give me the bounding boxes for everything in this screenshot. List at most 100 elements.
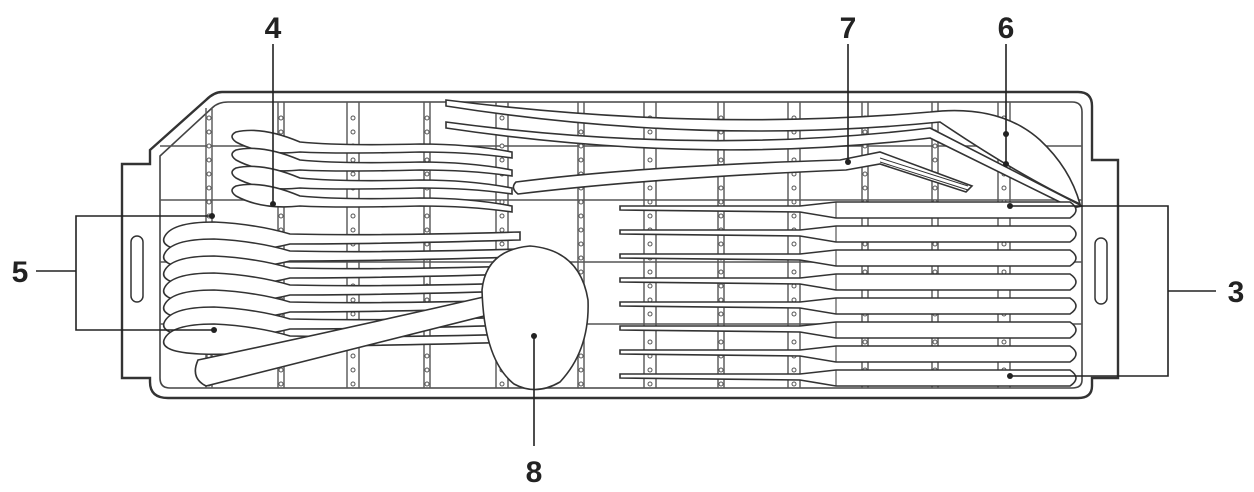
post-hole <box>206 143 212 149</box>
post-hole <box>932 157 938 163</box>
post-hole <box>424 115 430 121</box>
knife <box>619 225 1077 243</box>
post-hole <box>578 367 584 373</box>
knives-group <box>619 201 1077 387</box>
post-hole <box>718 185 724 191</box>
knife <box>619 201 1077 219</box>
knife <box>619 369 1077 387</box>
post-hole <box>578 157 584 163</box>
post-hole <box>206 157 212 163</box>
post-hole <box>350 171 356 177</box>
post-hole <box>1001 185 1007 191</box>
post-hole <box>862 129 868 135</box>
post-hole <box>791 185 797 191</box>
post-hole <box>499 157 505 163</box>
leader-lines <box>36 44 1216 446</box>
post-hole <box>932 339 938 345</box>
post-hole <box>278 115 284 121</box>
tray-inner-rim <box>159 101 1083 389</box>
post-hole <box>350 381 356 387</box>
post-hole <box>350 115 356 121</box>
ladle <box>194 245 589 391</box>
post-hole <box>499 213 505 219</box>
fork <box>231 183 513 213</box>
post-hole <box>350 227 356 233</box>
post-hole <box>499 381 505 387</box>
post-hole <box>578 129 584 135</box>
post-hole <box>206 199 212 205</box>
post-hole <box>647 199 653 205</box>
post-hole <box>424 227 430 233</box>
post-hole <box>278 381 284 387</box>
post-hole <box>647 381 653 387</box>
post-hole <box>647 213 653 219</box>
knife <box>619 345 1077 363</box>
tray-left-handle <box>130 235 144 303</box>
post-hole <box>647 129 653 135</box>
post-hole <box>718 241 724 247</box>
post-hole <box>350 311 356 317</box>
post-hole <box>350 213 356 219</box>
knife <box>619 297 1077 315</box>
post-hole <box>718 269 724 275</box>
post-hole <box>647 269 653 275</box>
callout-5: 5 <box>12 256 29 289</box>
knife <box>619 321 1077 339</box>
callout-6: 6 <box>998 12 1015 45</box>
post-hole <box>350 157 356 163</box>
post-hole <box>499 227 505 233</box>
post-hole <box>791 311 797 317</box>
forks-group <box>231 129 513 213</box>
post-hole <box>647 241 653 247</box>
post-hole <box>206 129 212 135</box>
post-hole <box>718 199 724 205</box>
post-hole <box>718 283 724 289</box>
post-hole <box>718 157 724 163</box>
callout-3: 3 <box>1228 276 1245 309</box>
serving-fork <box>512 151 974 195</box>
post-hole <box>791 381 797 387</box>
post-hole <box>578 227 584 233</box>
post-hole <box>791 199 797 205</box>
post-hole <box>647 339 653 345</box>
post-hole <box>499 241 505 247</box>
post-hole <box>1001 339 1007 345</box>
post-hole <box>350 297 356 303</box>
post-hole <box>350 353 356 359</box>
post-hole <box>578 213 584 219</box>
post-hole <box>791 241 797 247</box>
post-hole <box>424 171 430 177</box>
post-hole <box>578 353 584 359</box>
post-hole <box>932 185 938 191</box>
post-hole <box>278 129 284 135</box>
post-hole <box>424 381 430 387</box>
post-hole <box>578 199 584 205</box>
callout-8: 8 <box>526 456 543 489</box>
knife <box>619 273 1077 291</box>
post-hole <box>499 115 505 121</box>
post-hole <box>278 213 284 219</box>
tray-right-handle <box>1094 237 1108 305</box>
callout-7: 7 <box>840 12 857 45</box>
post-hole <box>862 171 868 177</box>
post-hole <box>424 353 430 359</box>
post-hole <box>718 311 724 317</box>
post-hole <box>862 339 868 345</box>
post-hole <box>424 367 430 373</box>
post-hole <box>932 143 938 149</box>
post-hole <box>791 339 797 345</box>
post-hole <box>718 339 724 345</box>
post-hole <box>791 213 797 219</box>
post-hole <box>718 213 724 219</box>
post-hole <box>862 185 868 191</box>
knife <box>619 249 1077 267</box>
post-hole <box>718 381 724 387</box>
post-hole <box>718 367 724 373</box>
post-hole <box>647 283 653 289</box>
post-hole <box>424 213 430 219</box>
spoons-group <box>162 221 521 356</box>
post-hole <box>578 143 584 149</box>
post-hole <box>791 269 797 275</box>
post-hole <box>791 367 797 373</box>
